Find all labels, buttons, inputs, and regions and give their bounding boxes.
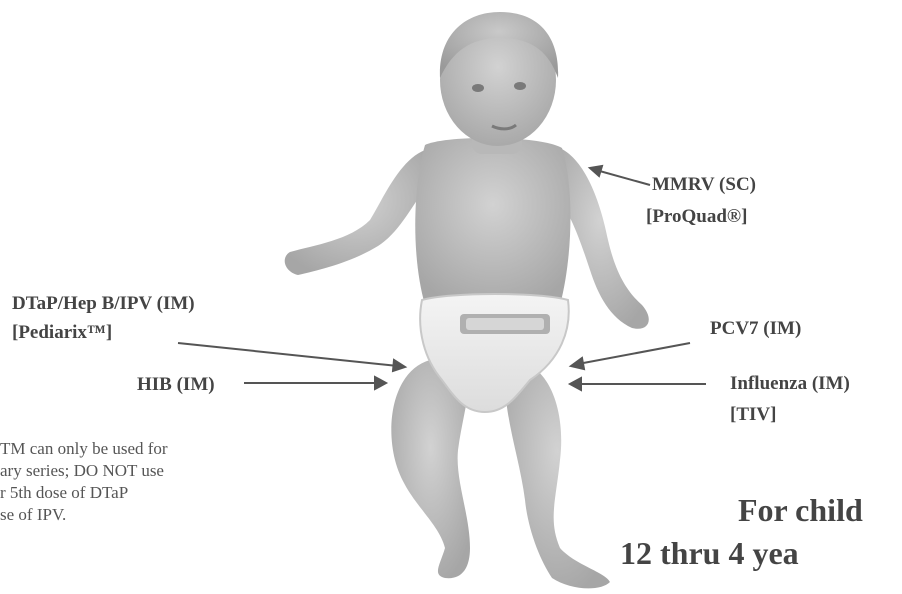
- flu-name: Influenza (IM): [730, 373, 850, 394]
- mmrv-name: MMRV (SC): [652, 174, 756, 195]
- flu-brand: [TIV]: [730, 404, 776, 426]
- note-line-3: r 5th dose of DTaP: [0, 482, 168, 504]
- dtap-brand-text: [Pediarix™]: [12, 322, 112, 343]
- dtap-label: DTaP/Hep B/IPV (IM): [12, 293, 195, 315]
- dtap-name: DTaP/Hep B/IPV (IM): [12, 293, 195, 314]
- heading-line-2: 12 thru 4 yea: [620, 533, 799, 573]
- note-line-1: TM can only be used for: [0, 438, 168, 460]
- note-text: TM can only be used for ary series; DO N…: [0, 438, 168, 526]
- left-arm: [285, 150, 428, 275]
- flu-label: Influenza (IM): [730, 373, 850, 395]
- arrow-mmrv: [596, 170, 650, 185]
- torso: [415, 138, 570, 305]
- hib-name: HIB (IM): [137, 374, 215, 395]
- arrow-dtap: [178, 343, 398, 366]
- mmrv-label: MMRV (SC): [652, 174, 756, 196]
- note-line-2: ary series; DO NOT use: [0, 460, 168, 482]
- note-line-4: se of IPV.: [0, 504, 168, 526]
- right-leg: [505, 360, 610, 588]
- mmrv-brand: [ProQuad®]: [646, 206, 747, 228]
- arrow-pcv: [578, 343, 690, 364]
- pcv-name: PCV7 (IM): [710, 318, 801, 339]
- hib-label: HIB (IM): [137, 374, 215, 396]
- heading-line-1: For child: [738, 490, 863, 530]
- mmrv-brand-text: [ProQuad®]: [646, 206, 747, 227]
- flu-brand-text: [TIV]: [730, 404, 776, 425]
- pcv-label: PCV7 (IM): [710, 318, 801, 340]
- dtap-brand: [Pediarix™]: [12, 322, 112, 344]
